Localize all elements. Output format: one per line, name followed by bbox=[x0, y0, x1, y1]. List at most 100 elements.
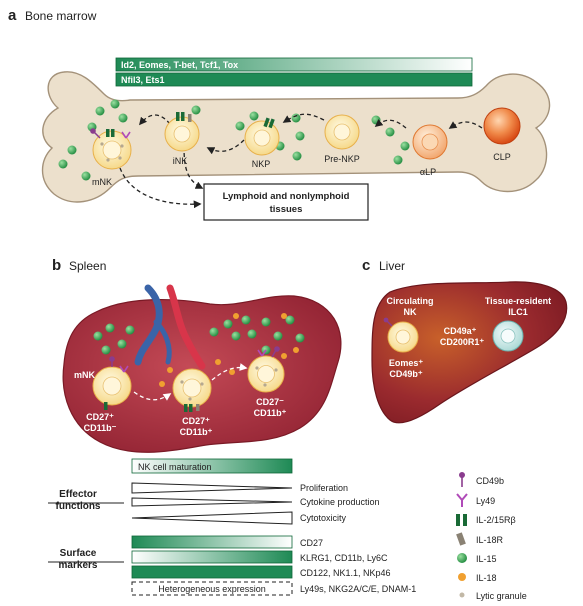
lytic-granule-icon bbox=[188, 397, 192, 401]
circ-marker-1: Eomes⁺ bbox=[389, 358, 424, 368]
il15-dot bbox=[385, 127, 395, 137]
tissues-line2: tissues bbox=[270, 204, 303, 215]
ly49-receptor-icon bbox=[121, 131, 131, 139]
il2-15rb-receptor-icon bbox=[106, 129, 110, 137]
spleen-vein-blue bbox=[134, 284, 163, 366]
cd49b-receptor-head bbox=[109, 356, 115, 362]
spleen-artery-red bbox=[166, 284, 206, 370]
il15-dot bbox=[393, 155, 403, 165]
il15-dot bbox=[81, 171, 91, 181]
klrg1-label: KLRG1, CD11b, Ly6C bbox=[300, 553, 388, 563]
cell-alp: αLP bbox=[412, 124, 448, 177]
tr-marker-1: CD49a⁺ bbox=[444, 326, 477, 336]
il2-15rb-receptor-icon bbox=[263, 117, 270, 128]
tissues-line1: Lymphoid and nonlymphoid bbox=[223, 191, 350, 202]
marrow-arrows bbox=[119, 113, 483, 209]
cd49b-receptor-head bbox=[383, 317, 389, 323]
panel-b-letter: b bbox=[52, 257, 61, 274]
lytic-granule-icon bbox=[255, 366, 259, 370]
il18-dot bbox=[159, 381, 165, 387]
spleen-cell-2-nucleus bbox=[182, 378, 202, 398]
circulating-line2: NK bbox=[404, 307, 417, 317]
il15-dot bbox=[58, 159, 68, 169]
panel-b-title: Spleen bbox=[69, 259, 106, 273]
il15-dot bbox=[249, 111, 259, 121]
ly49-receptor-icon bbox=[257, 349, 267, 357]
il18-dot bbox=[215, 359, 221, 365]
il15-dot bbox=[105, 323, 115, 333]
il15-dot bbox=[125, 325, 135, 335]
lytic-granule-icon bbox=[100, 142, 104, 146]
cd49b-receptor-icon bbox=[93, 131, 101, 139]
il2-15rb-receptor-icon bbox=[181, 112, 185, 121]
spleen-s2-line2: CD11b⁺ bbox=[180, 427, 213, 437]
il18-dot bbox=[281, 313, 287, 319]
hetero-label: Heterogeneous expression bbox=[158, 584, 266, 594]
spleen-cytokines bbox=[93, 313, 305, 387]
tissue-resident-line1: Tissue-resident bbox=[485, 296, 551, 306]
il2-15rb-legend-icon bbox=[456, 514, 460, 526]
il15-dot bbox=[400, 141, 410, 151]
legend-lytic: Lytic granule bbox=[476, 591, 527, 601]
nk-maturation-label: NK cell maturation bbox=[138, 462, 212, 472]
lytic-granule-icon bbox=[106, 158, 110, 162]
il18-legend-icon bbox=[458, 573, 466, 581]
panel-a-letter: a bbox=[8, 7, 17, 24]
proliferation-wedge bbox=[131, 482, 293, 494]
il15-dot bbox=[295, 333, 305, 343]
spleen-cell-3-nucleus bbox=[257, 365, 275, 383]
effector-label-1: Effector bbox=[59, 489, 97, 500]
tissue-resident-line2: ILC1 bbox=[508, 307, 528, 317]
cytokine-label: Cytokine production bbox=[300, 497, 380, 507]
clp-label: CLP bbox=[493, 152, 511, 162]
liver-ilc1-nucleus bbox=[500, 328, 516, 344]
nk-maturation-bar bbox=[131, 458, 293, 474]
liver-circ-nucleus bbox=[395, 329, 411, 345]
panel-a-title: Bone marrow bbox=[25, 9, 97, 23]
il15-dot bbox=[118, 113, 128, 123]
klrg1-bar bbox=[131, 550, 293, 564]
il15-dot bbox=[285, 315, 295, 325]
legend-cd49b: CD49b bbox=[476, 476, 504, 486]
cytotoxicity-label: Cytotoxicity bbox=[300, 513, 347, 523]
il15-dot bbox=[110, 99, 120, 109]
spleen-cell-1-nucleus bbox=[102, 376, 122, 396]
panel-c-letter: c bbox=[362, 257, 370, 274]
il15-dot bbox=[291, 113, 301, 123]
il15-dot bbox=[231, 331, 241, 341]
cd49b-receptor-head bbox=[274, 346, 280, 352]
tr-marker-2: CD200R1⁺ bbox=[440, 337, 485, 347]
nkp-label: NKP bbox=[252, 159, 271, 169]
cell-clp: CLP bbox=[483, 107, 521, 162]
legend-il18r: IL-18R bbox=[476, 535, 504, 545]
il2-15rb-receptor-icon bbox=[184, 404, 188, 412]
spleen-s1-line1: CD27⁺ bbox=[86, 412, 114, 422]
il15-dot bbox=[101, 345, 111, 355]
il2-15rb-legend-icon-2 bbox=[463, 514, 467, 526]
il2-15rb-receptor-icon bbox=[111, 129, 115, 137]
spleen-s3-line2: CD11b⁺ bbox=[254, 408, 287, 418]
panel-c-title: Liver bbox=[379, 259, 405, 273]
il18-dot bbox=[281, 353, 287, 359]
clp-cell bbox=[483, 107, 521, 145]
transcription-factor-bar-1 bbox=[115, 57, 473, 72]
cd27-bar bbox=[131, 535, 293, 549]
il15-dot bbox=[292, 151, 302, 161]
spleen-vein-blue-2 bbox=[153, 319, 172, 365]
spleen-mnk-label: mNK bbox=[74, 370, 96, 380]
cd122-bar bbox=[131, 565, 293, 579]
cell-mnk: mNK bbox=[90, 128, 132, 187]
il2-15rb-receptor-icon bbox=[189, 404, 193, 412]
il15-dot bbox=[247, 329, 257, 339]
il15-dot bbox=[117, 339, 127, 349]
cd49b-legend-icon-head bbox=[459, 472, 465, 478]
circulating-line1: Circulating bbox=[386, 296, 433, 306]
legend-il2: IL-2/15Rβ bbox=[476, 515, 516, 525]
il15-dot bbox=[261, 317, 271, 327]
spleen-s1-line2: CD11b⁻ bbox=[84, 423, 117, 433]
circ-marker-2: CD49b⁺ bbox=[389, 369, 423, 379]
cell-nkp: NKP bbox=[244, 117, 280, 169]
ly49s-label: Ly49s, NKG2A/C/E, DNAM-1 bbox=[300, 584, 416, 594]
liver-ilc1-cell bbox=[492, 320, 524, 352]
